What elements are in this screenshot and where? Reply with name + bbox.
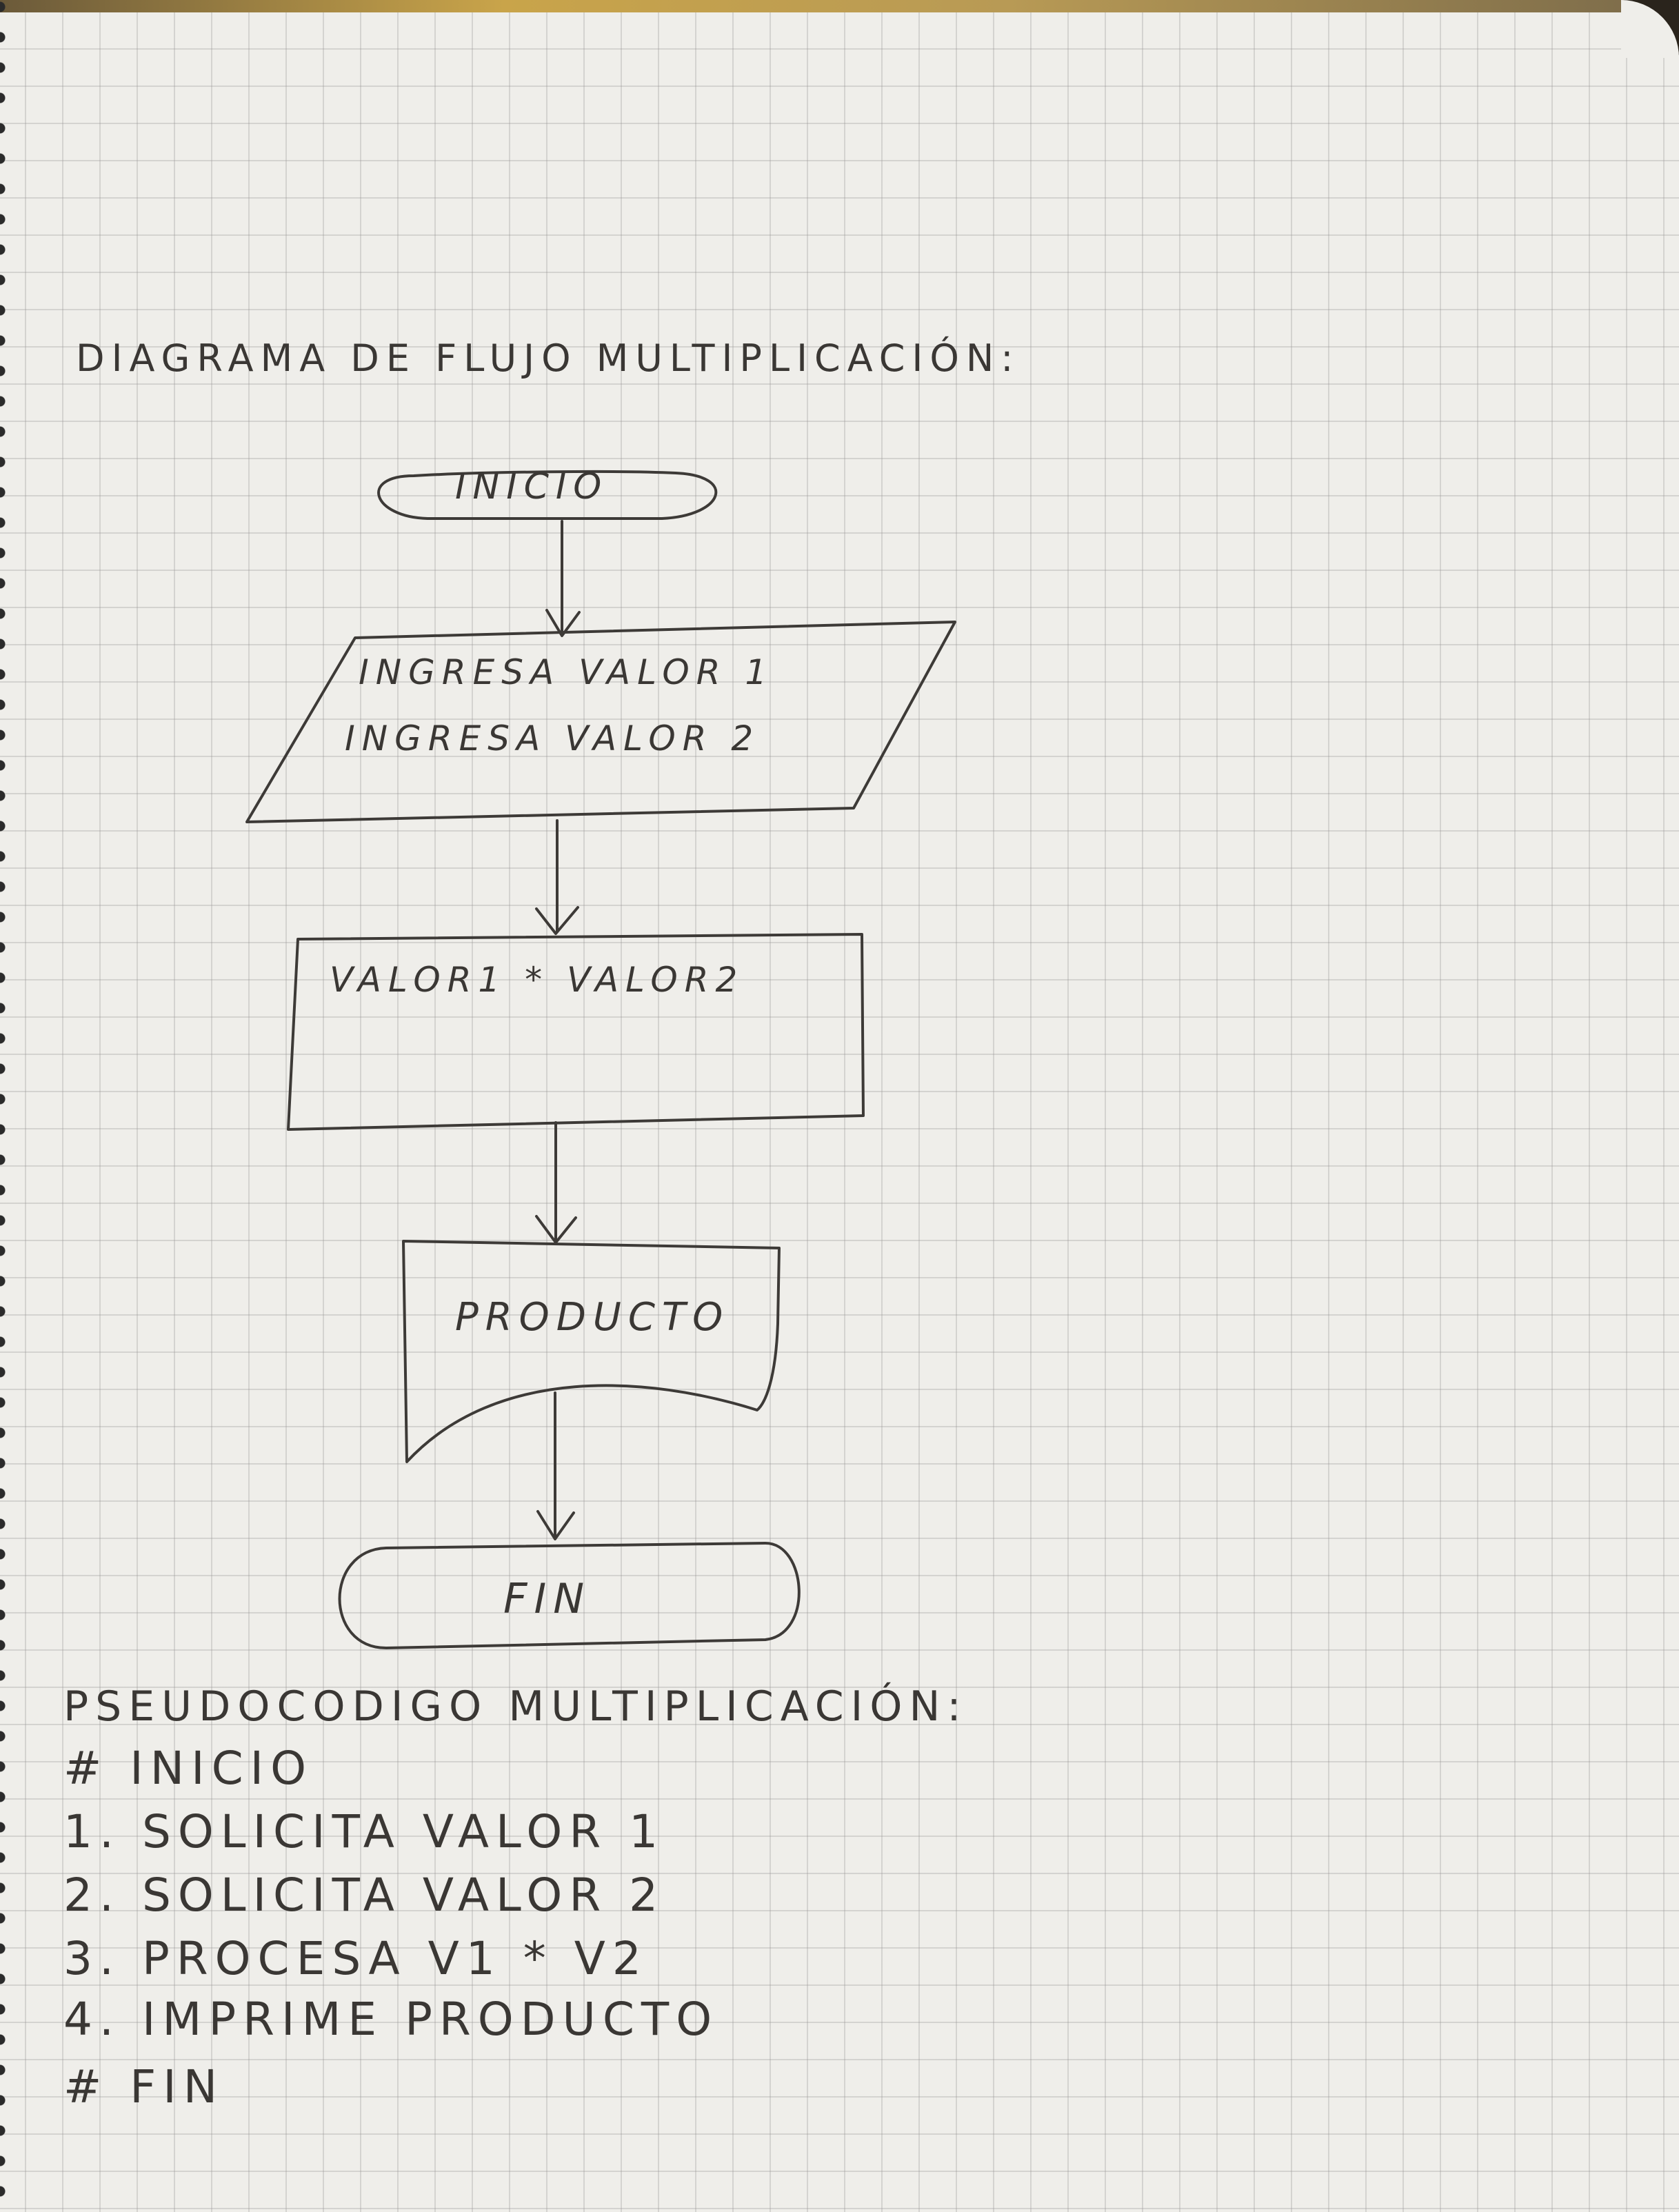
pseudocode-line: # FIN	[63, 2060, 225, 2113]
end-terminator	[338, 1542, 801, 1649]
pseudocode-title: PSEUDOCODIGO MULTIPLICACIÓN:	[63, 1682, 968, 1731]
output-label: PRODUCTO	[455, 1295, 730, 1340]
diagram-title: DIAGRAMA DE FLUJO MULTIPLICACIÓN:	[76, 336, 1021, 380]
arrowhead-2	[535, 906, 579, 935]
pseudocode-line: # INICIO	[63, 1742, 314, 1795]
start-label: INICIO	[455, 466, 609, 507]
pseudocode-line: 2. SOLICITA VALOR 2	[63, 1869, 665, 1922]
arrowhead-4	[536, 1510, 575, 1540]
end-label: FIN	[503, 1575, 592, 1623]
input-parallelogram	[245, 621, 956, 823]
input-line-1: INGRESA VALOR 1	[359, 652, 774, 692]
arrowhead-3	[535, 1215, 577, 1244]
process-rectangle	[287, 933, 865, 1131]
spiral-binding	[0, 0, 14, 2212]
pseudocode-line: 1. SOLICITA VALOR 1	[63, 1805, 665, 1858]
input-line-2: INGRESA VALOR 2	[345, 718, 761, 758]
arrowhead-1	[545, 609, 581, 637]
pseudocode-line: 4. IMPRIME PRODUCTO	[63, 1993, 719, 2046]
start-terminator	[377, 470, 718, 520]
output-document	[402, 1240, 781, 1463]
page-top-edge	[0, 0, 1679, 12]
process-label: VALOR1 * VALOR2	[330, 960, 745, 1000]
pseudocode-line: 3. PROCESA V1 * V2	[63, 1932, 648, 1985]
